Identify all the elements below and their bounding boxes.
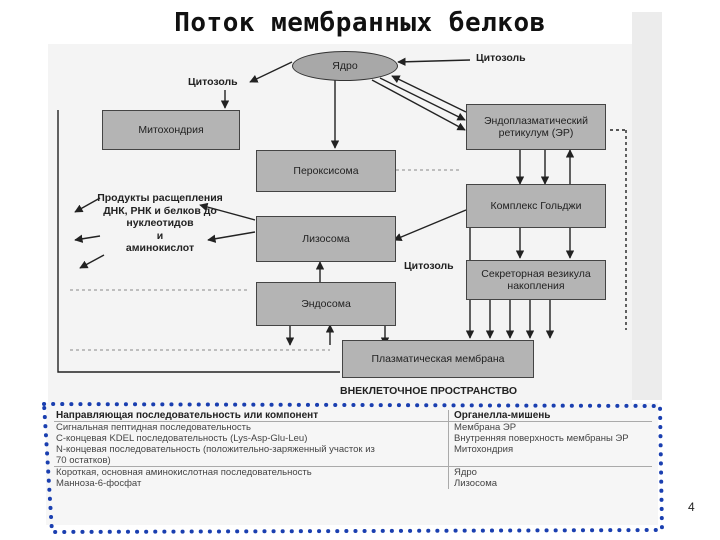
cytosol-label-middle: Цитозоль [404,260,454,272]
arrow-products-1 [74,197,101,213]
slide-number: 4 [688,500,695,514]
table-row: N-концевая последовательность (положител… [54,444,652,455]
table-row: 70 остатков) [54,455,652,467]
table-row: Короткая, основная аминокислотная послед… [54,466,652,478]
arrow-cytosol-nucleus [397,57,471,66]
nucleus: Ядро [292,51,398,81]
table-cell: Короткая, основная аминокислотная послед… [54,466,449,478]
table-header-target: Органелла-мишень [448,410,652,422]
extracellular-space-label: ВНЕКЛЕТОЧНОЕ ПРОСТРАНСТВО [340,385,518,397]
endosome-box: Эндосома [256,282,396,326]
table-cell: N-концевая последовательность (положител… [56,444,375,455]
targeting-sequence-table: Направляющая последовательность или комп… [54,410,652,489]
products-line: нуклеотидов [126,217,194,230]
table-cell: С-концевая KDEL последовательность (Lys-… [56,433,308,444]
table-row: С-концевая KDEL последовательность (Lys-… [54,433,652,444]
table-cell: Митохондрия [448,444,652,455]
cytosol-frame-line [57,110,340,373]
table-cell: Ядро [448,466,652,478]
table-cell [448,455,652,467]
golgi-box: Комплекс Гольджи [466,184,606,228]
arrow-nucleus-er-2 [371,79,466,131]
slide-title: Поток мембранных белков [174,8,546,38]
products-line: и [156,229,164,242]
table-cell: Лизосома [448,478,652,489]
peroxisome-box: Пероксисома [256,150,396,192]
table-cell: Мембрана ЭР [448,421,652,433]
table-row: Сигнальная пептидная последовательность … [54,421,652,433]
products-line: Продукты расщепления [97,192,223,204]
secretory-vesicle-box: Секреторная везикула накопления [466,260,606,300]
arrow-products-2 [74,234,101,243]
arrow-lysosome-products-2 [207,231,256,243]
mitochondria-box: Митохондрия [102,110,240,150]
table-row: Манноза-6-фосфат Лизосома [54,478,652,489]
cytosol-label-top-right: Цитозоль [476,52,526,64]
table-header-sequence: Направляющая последовательность или комп… [56,410,319,421]
table-cell: Сигнальная пептидная последовательность [54,421,449,433]
table-cell: 70 остатков) [56,455,111,466]
scan-edge [632,12,662,400]
arrow-products-3 [79,254,105,269]
arrow-er-nucleus [391,75,467,113]
plasma-membrane-box: Плазматическая мембрана [342,340,534,378]
cytosol-label-left: Цитозоль [188,76,238,88]
lysosome-box: Лизосома [256,216,396,262]
arrow-golgi-lysosome [393,209,467,241]
products-line: ДНК, РНК и белков до [103,204,217,217]
table-header-row: Направляющая последовательность или комп… [54,410,652,422]
table-cell: Внутренняя поверхность мембраны ЭР [448,433,652,444]
arrow-nucleus-cytosol [249,61,293,83]
arrow-lysosome-products-1 [199,202,256,221]
table-cell: Манноза-6-фосфат [56,478,142,489]
products-line: аминокислот [125,242,195,255]
degradation-products-text: Продукты расщепления ДНК, РНК и белков д… [84,192,236,255]
er-box: Эндоплазматический ретикулум (ЭР) [466,104,606,150]
arrow-nucleus-er-1 [379,77,466,121]
